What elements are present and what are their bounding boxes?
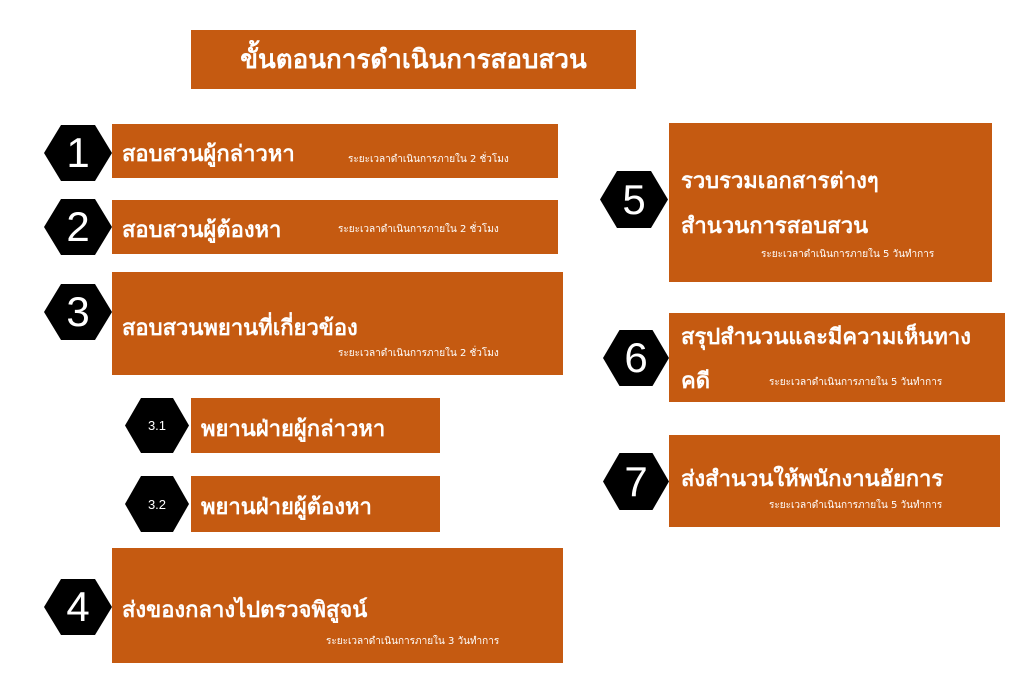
step-5-label-line2: สำนวนการสอบสวน — [681, 214, 869, 239]
step-4-duration: ระยะเวลาดำเนินการภายใน 3 วันทำการ — [326, 636, 500, 647]
step-4-box: ส่งของกลางไปตรวจพิสูจน์ ระยะเวลาดำเนินกา… — [112, 548, 563, 663]
step-2-duration: ระยะเวลาดำเนินการภายใน 2 ชั่วโมง — [338, 224, 499, 235]
step-1-badge: 1 — [44, 125, 112, 181]
step-2-badge: 2 — [44, 199, 112, 255]
step-1-box: สอบสวนผู้กล่าวหา ระยะเวลาดำเนินการภายใน … — [112, 124, 558, 178]
step-3-badge: 3 — [44, 284, 112, 340]
step-4-badge: 4 — [44, 579, 112, 635]
step-3-duration: ระยะเวลาดำเนินการภายใน 2 ชั่วโมง — [338, 348, 499, 359]
step-7-label: ส่งสำนวนให้พนักงานอัยการ — [681, 467, 944, 492]
substep-3-2-badge: 3.2 — [125, 476, 189, 532]
diagram-title: ขั้นตอนการดำเนินการสอบสวน — [191, 30, 636, 89]
step-7-box: ส่งสำนวนให้พนักงานอัยการ ระยะเวลาดำเนินก… — [669, 435, 1000, 527]
step-3-box: สอบสวนพยานที่เกี่ยวข้อง ระยะเวลาดำเนินกา… — [112, 272, 563, 375]
step-2-label: สอบสวนผู้ต้องหา — [122, 218, 282, 243]
step-4-label: ส่งของกลางไปตรวจพิสูจน์ — [122, 598, 368, 623]
step-1-duration: ระยะเวลาดำเนินการภายใน 2 ชั่วโมง — [348, 154, 509, 165]
step-5-label-line1: รวบรวมเอกสารต่างๆ — [681, 169, 879, 194]
step-3-label: สอบสวนพยานที่เกี่ยวข้อง — [122, 316, 358, 341]
step-5-duration: ระยะเวลาดำเนินการภายใน 5 วันทำการ — [761, 249, 935, 260]
step-6-duration: ระยะเวลาดำเนินการภายใน 5 วันทำการ — [769, 377, 943, 388]
substep-3-2-box: พยานฝ่ายผู้ต้องหา — [191, 476, 440, 532]
step-2-box: สอบสวนผู้ต้องหา ระยะเวลาดำเนินการภายใน 2… — [112, 200, 558, 254]
step-6-label-line2: คดี — [681, 369, 711, 394]
step-5-badge: 5 — [600, 171, 668, 228]
step-7-badge: 7 — [603, 453, 669, 510]
step-6-badge: 6 — [603, 330, 669, 386]
step-7-duration: ระยะเวลาดำเนินการภายใน 5 วันทำการ — [769, 500, 943, 511]
substep-3-1-box: พยานฝ่ายผู้กล่าวหา — [191, 398, 440, 453]
step-6-box: สรุปสำนวนและมีความเห็นทาง คดี ระยะเวลาดำ… — [669, 313, 1005, 402]
step-5-box: รวบรวมเอกสารต่างๆ สำนวนการสอบสวน ระยะเวล… — [669, 123, 992, 282]
substep-3-2-label: พยานฝ่ายผู้ต้องหา — [201, 495, 372, 520]
step-6-label-line1: สรุปสำนวนและมีความเห็นทาง — [681, 325, 971, 350]
substep-3-1-badge: 3.1 — [125, 398, 189, 453]
step-1-label: สอบสวนผู้กล่าวหา — [122, 142, 295, 167]
substep-3-1-label: พยานฝ่ายผู้กล่าวหา — [201, 417, 386, 442]
